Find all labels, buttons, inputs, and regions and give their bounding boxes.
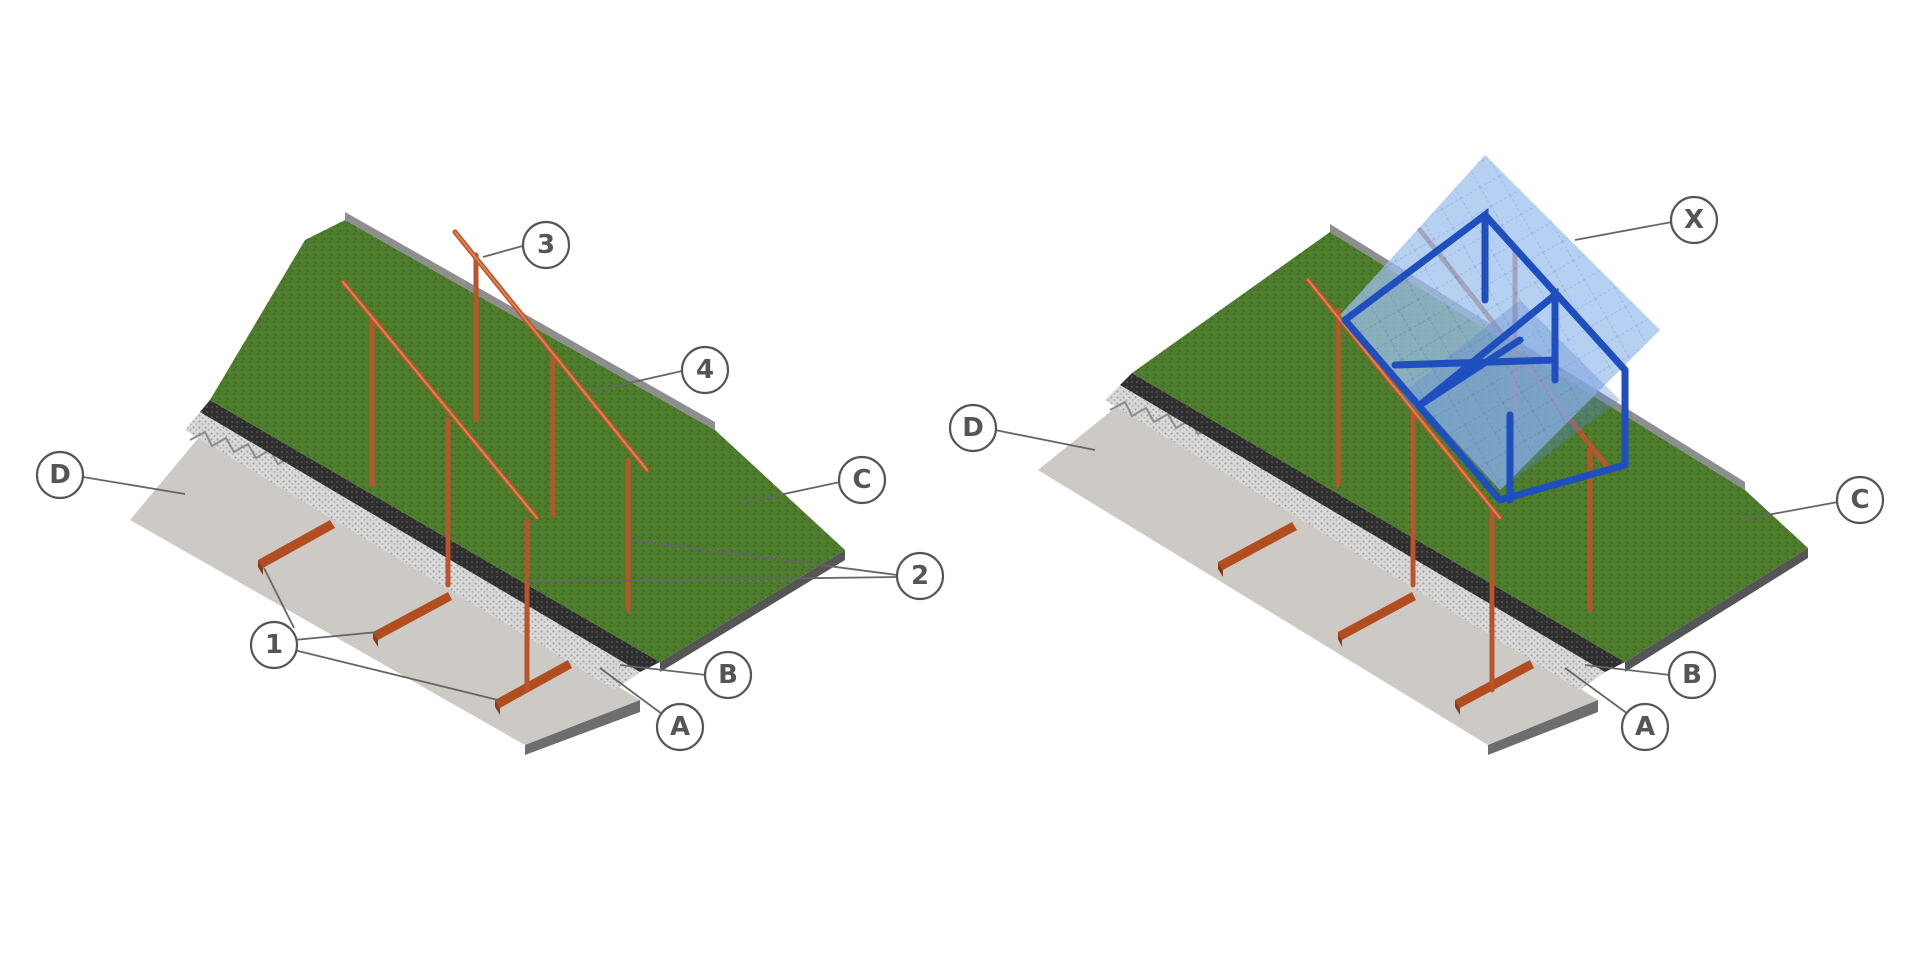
callout-c-label: C [1850,485,1869,515]
solar-panel-array [1340,155,1660,504]
callout-b: B [619,650,753,700]
callout-d: D [948,403,1096,453]
callout-a-label: A [1635,712,1655,742]
callout-1: 1 [249,567,499,701]
grass-slope [210,220,845,662]
callout-b-label: B [718,660,738,690]
callout-3: 3 [482,220,571,270]
callout-c: C [741,455,887,505]
callout-c-label: C [852,465,871,495]
concrete-slab-edge [1488,700,1598,755]
diagram-right: X D C B A [948,155,1885,755]
concrete-slab [1038,400,1598,745]
grass-side-edge [1625,548,1808,672]
panel-frame [1341,208,1629,504]
panel-glass [1340,155,1660,490]
callout-a: A [599,667,705,752]
gravel-strip [1105,385,1605,690]
callout-2: 2 [527,539,945,601]
concrete-slab [130,430,640,745]
callout-4: 4 [589,345,730,395]
diagram-left: 3 4 C 2 D 1 [35,212,945,755]
callout-d: D [35,450,186,500]
callout-3-label: 3 [537,230,555,260]
callout-b: B [1584,650,1717,700]
footings [258,520,572,715]
grass-side-edge [660,550,845,672]
callout-b-label: B [1682,660,1702,690]
callout-d-label: D [962,413,984,443]
callout-d-label: D [49,460,71,490]
callout-c: C [1739,475,1885,525]
dark-layer [200,400,660,672]
rails [340,229,650,521]
callout-2-label: 2 [911,561,929,591]
callout-x: X [1574,195,1719,245]
callout-a-label: A [670,712,690,742]
posts [369,252,631,693]
callout-x-label: X [1684,205,1704,235]
concrete-slab-edge [525,700,640,755]
posts [1335,247,1593,693]
callout-a: A [1564,667,1670,752]
callout-4-label: 4 [696,355,714,385]
dark-layer [1120,373,1625,672]
callout-1-label: 1 [265,630,283,660]
